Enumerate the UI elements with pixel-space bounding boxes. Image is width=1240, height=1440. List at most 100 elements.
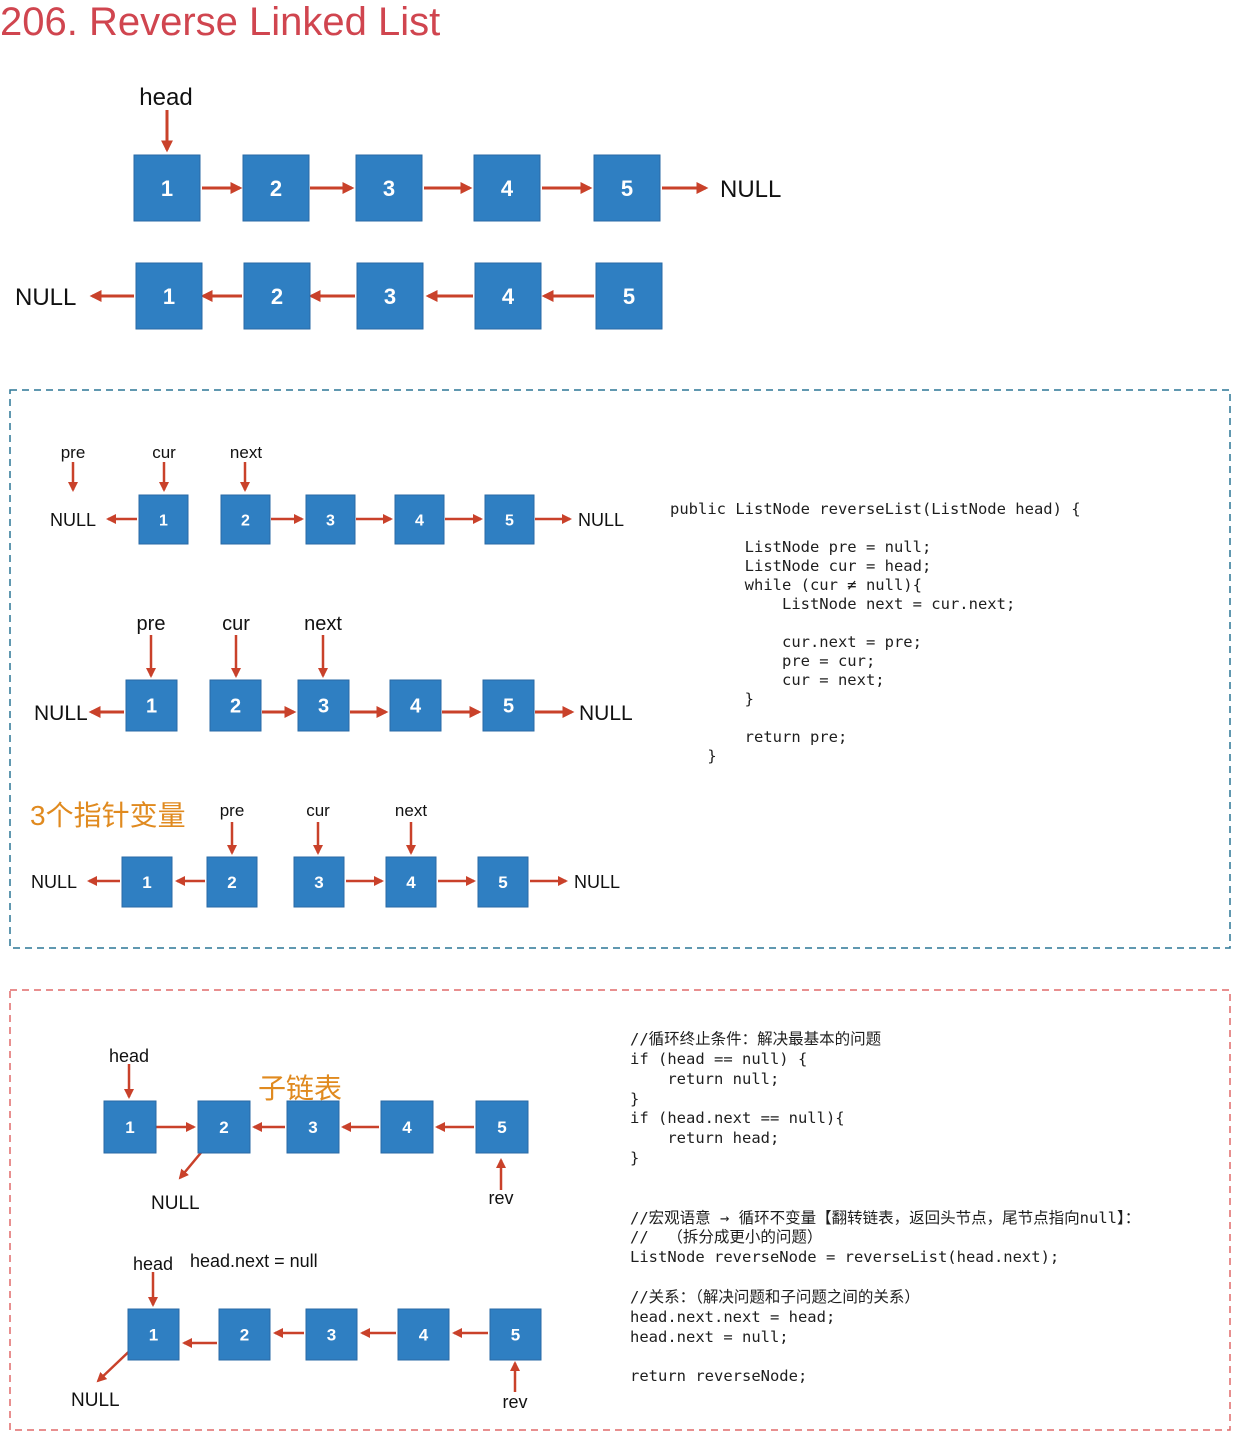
list-node-1	[121, 856, 173, 908]
node-value: 1	[161, 176, 173, 201]
list-node-3	[297, 679, 350, 732]
null-label: NULL	[15, 284, 76, 311]
list-node-2	[197, 1100, 251, 1154]
rev-label: rev	[488, 1188, 513, 1208]
node-value: 4	[410, 696, 422, 718]
list-node-1	[138, 494, 189, 545]
list-node-5	[595, 262, 663, 330]
node-value: 4	[402, 1118, 412, 1137]
node-value: 2	[241, 512, 250, 529]
null-label: NULL	[31, 872, 77, 892]
recursive-code: //循环终止条件：解决最基本的问题 if (head == null) { re…	[630, 1030, 1141, 1386]
node-value: 3	[383, 176, 395, 201]
list-node-3	[293, 856, 345, 908]
node-value: 2	[270, 176, 282, 201]
node-value: 1	[125, 1118, 134, 1137]
null-label: NULL	[579, 702, 633, 725]
node-value: 3	[384, 284, 396, 309]
node-value: 4	[419, 1326, 429, 1345]
node-value: 2	[240, 1326, 249, 1345]
node-value: 2	[271, 284, 283, 309]
node-value: 4	[406, 873, 416, 892]
recursive-section-border	[9, 989, 1231, 1431]
node-value: 3	[314, 873, 323, 892]
list-node-3	[356, 262, 424, 330]
node-value: 2	[227, 873, 236, 892]
list-node-4	[380, 1100, 434, 1154]
list-node-1	[135, 262, 203, 330]
list-node-2	[206, 856, 258, 908]
node-value: 3	[318, 696, 329, 718]
cur-label: cur	[306, 801, 330, 820]
head-label: head	[133, 1254, 173, 1274]
list-node-2	[242, 154, 310, 222]
node-value: 5	[511, 1326, 520, 1345]
next-label: next	[395, 801, 427, 820]
cur-label: cur	[152, 443, 176, 462]
node-value: 4	[415, 512, 424, 529]
node-value: 3	[308, 1118, 317, 1137]
list-node-1	[125, 679, 178, 732]
pre-label: pre	[220, 801, 245, 820]
node-value: 1	[142, 873, 151, 892]
list-node-5	[475, 1100, 529, 1154]
list-node-2	[243, 262, 311, 330]
list-node-4	[397, 1308, 450, 1361]
list-node-5	[489, 1308, 542, 1361]
three-pointers-annotation: 3个指针变量	[30, 800, 186, 831]
list-node-1	[103, 1100, 157, 1154]
null-label: NULL	[50, 510, 96, 530]
head-label: head	[139, 84, 192, 111]
pre-label: pre	[137, 613, 166, 635]
null-label: NULL	[574, 872, 620, 892]
list-node-5	[482, 679, 535, 732]
null-label: NULL	[34, 702, 88, 725]
node-value: 3	[327, 1326, 336, 1345]
node-value: 1	[149, 1326, 158, 1345]
null-label: NULL	[720, 176, 781, 203]
null-label: NULL	[71, 1390, 120, 1411]
list-node-4	[474, 262, 542, 330]
cur-label: cur	[222, 613, 250, 635]
node-value: 4	[502, 284, 515, 309]
next-label: next	[304, 613, 342, 635]
node-value: 5	[503, 696, 514, 718]
null-label: NULL	[151, 1193, 200, 1214]
null-label: NULL	[578, 510, 624, 530]
node-value: 5	[497, 1118, 506, 1137]
node-value: 4	[501, 176, 514, 201]
node-value: 2	[230, 696, 241, 718]
node-value: 5	[621, 176, 633, 201]
head-label: head	[109, 1046, 149, 1066]
iterative-code: public ListNode reverseList(ListNode hea…	[670, 500, 1081, 765]
node-value: 3	[326, 512, 335, 529]
list-node-3	[355, 154, 423, 222]
list-node-4	[394, 494, 445, 545]
iterative-section-border	[9, 389, 1231, 949]
list-node-3	[305, 494, 356, 545]
next-label: next	[230, 443, 262, 462]
list-node-2	[220, 494, 271, 545]
node-value: 5	[623, 284, 635, 309]
list-node-5	[593, 154, 661, 222]
list-node-1	[127, 1308, 180, 1361]
rev-label: rev	[502, 1392, 527, 1412]
list-node-2	[218, 1308, 271, 1361]
list-node-4	[389, 679, 442, 732]
node-value: 5	[505, 512, 514, 529]
pre-label: pre	[61, 443, 86, 462]
list-node-5	[484, 494, 535, 545]
list-node-3	[305, 1308, 358, 1361]
list-node-3	[286, 1100, 340, 1154]
head-next-null-label: head.next = null	[190, 1251, 318, 1271]
page-title: 206. Reverse Linked List	[0, 0, 441, 44]
list-node-5	[477, 856, 529, 908]
node-value: 1	[159, 512, 168, 529]
node-value: 5	[498, 873, 507, 892]
node-value: 1	[163, 284, 175, 309]
list-node-1	[133, 154, 201, 222]
list-node-4	[473, 154, 541, 222]
node-value: 1	[146, 696, 157, 718]
node-value: 2	[219, 1118, 228, 1137]
